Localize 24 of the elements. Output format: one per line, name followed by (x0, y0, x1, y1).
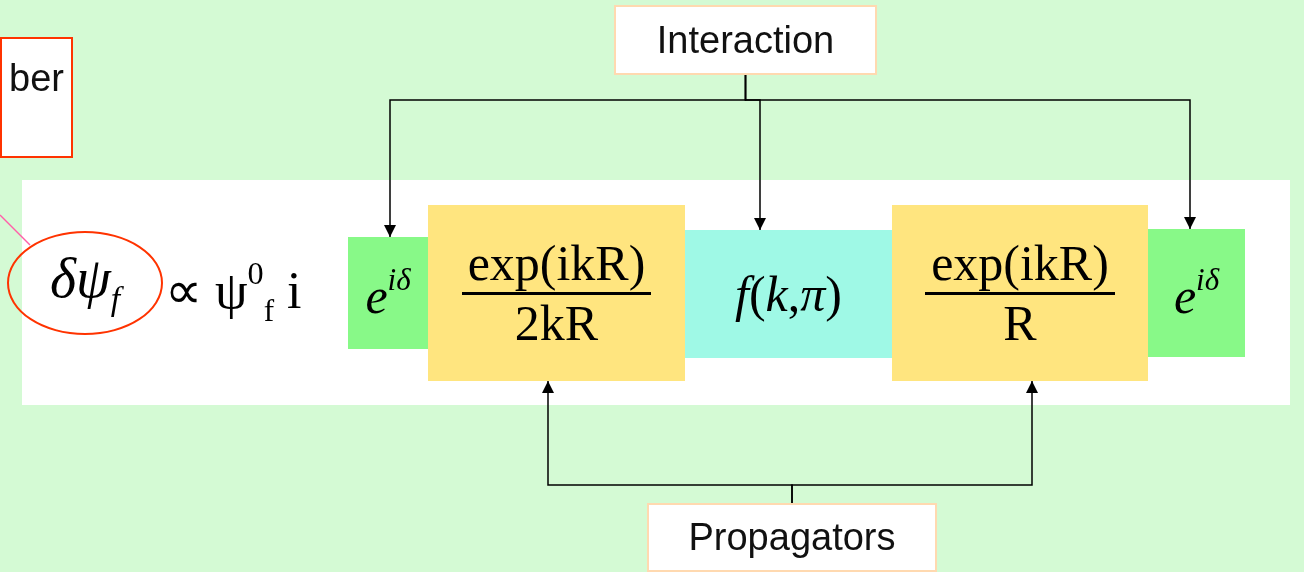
fraction-numerator: exp(ikR) (461, 237, 652, 295)
term-highlight (685, 230, 892, 358)
math-term: e$^{iδ}$ (365, 263, 411, 323)
leader-line (0, 214, 31, 246)
term-highlight (1148, 229, 1245, 357)
fraction-numerator: exp(ikR) (925, 237, 1115, 295)
label-box (647, 503, 937, 572)
math-term: ∝ ψ$^{0}$$_{f}$ i (165, 257, 302, 328)
fraction-denominator: 2kR (514, 294, 599, 349)
highlight-ellipse (7, 231, 163, 335)
callout-text: ber (9, 57, 64, 100)
fraction-highlight (892, 205, 1148, 381)
callout-text: Interaction (656, 18, 835, 62)
label-box (614, 5, 877, 75)
math-term: f(k,π) (735, 267, 842, 321)
arrow (791, 380, 1038, 504)
arrow (744, 74, 1196, 230)
label-box (0, 37, 73, 158)
math-term: e$^{iδ}$ (1173, 263, 1220, 323)
fraction-highlight (428, 205, 685, 381)
term-highlight (348, 237, 428, 349)
fraction-denominator: R (1003, 294, 1037, 349)
callout-text: Propagators (688, 516, 896, 559)
equation-band (22, 180, 1290, 405)
